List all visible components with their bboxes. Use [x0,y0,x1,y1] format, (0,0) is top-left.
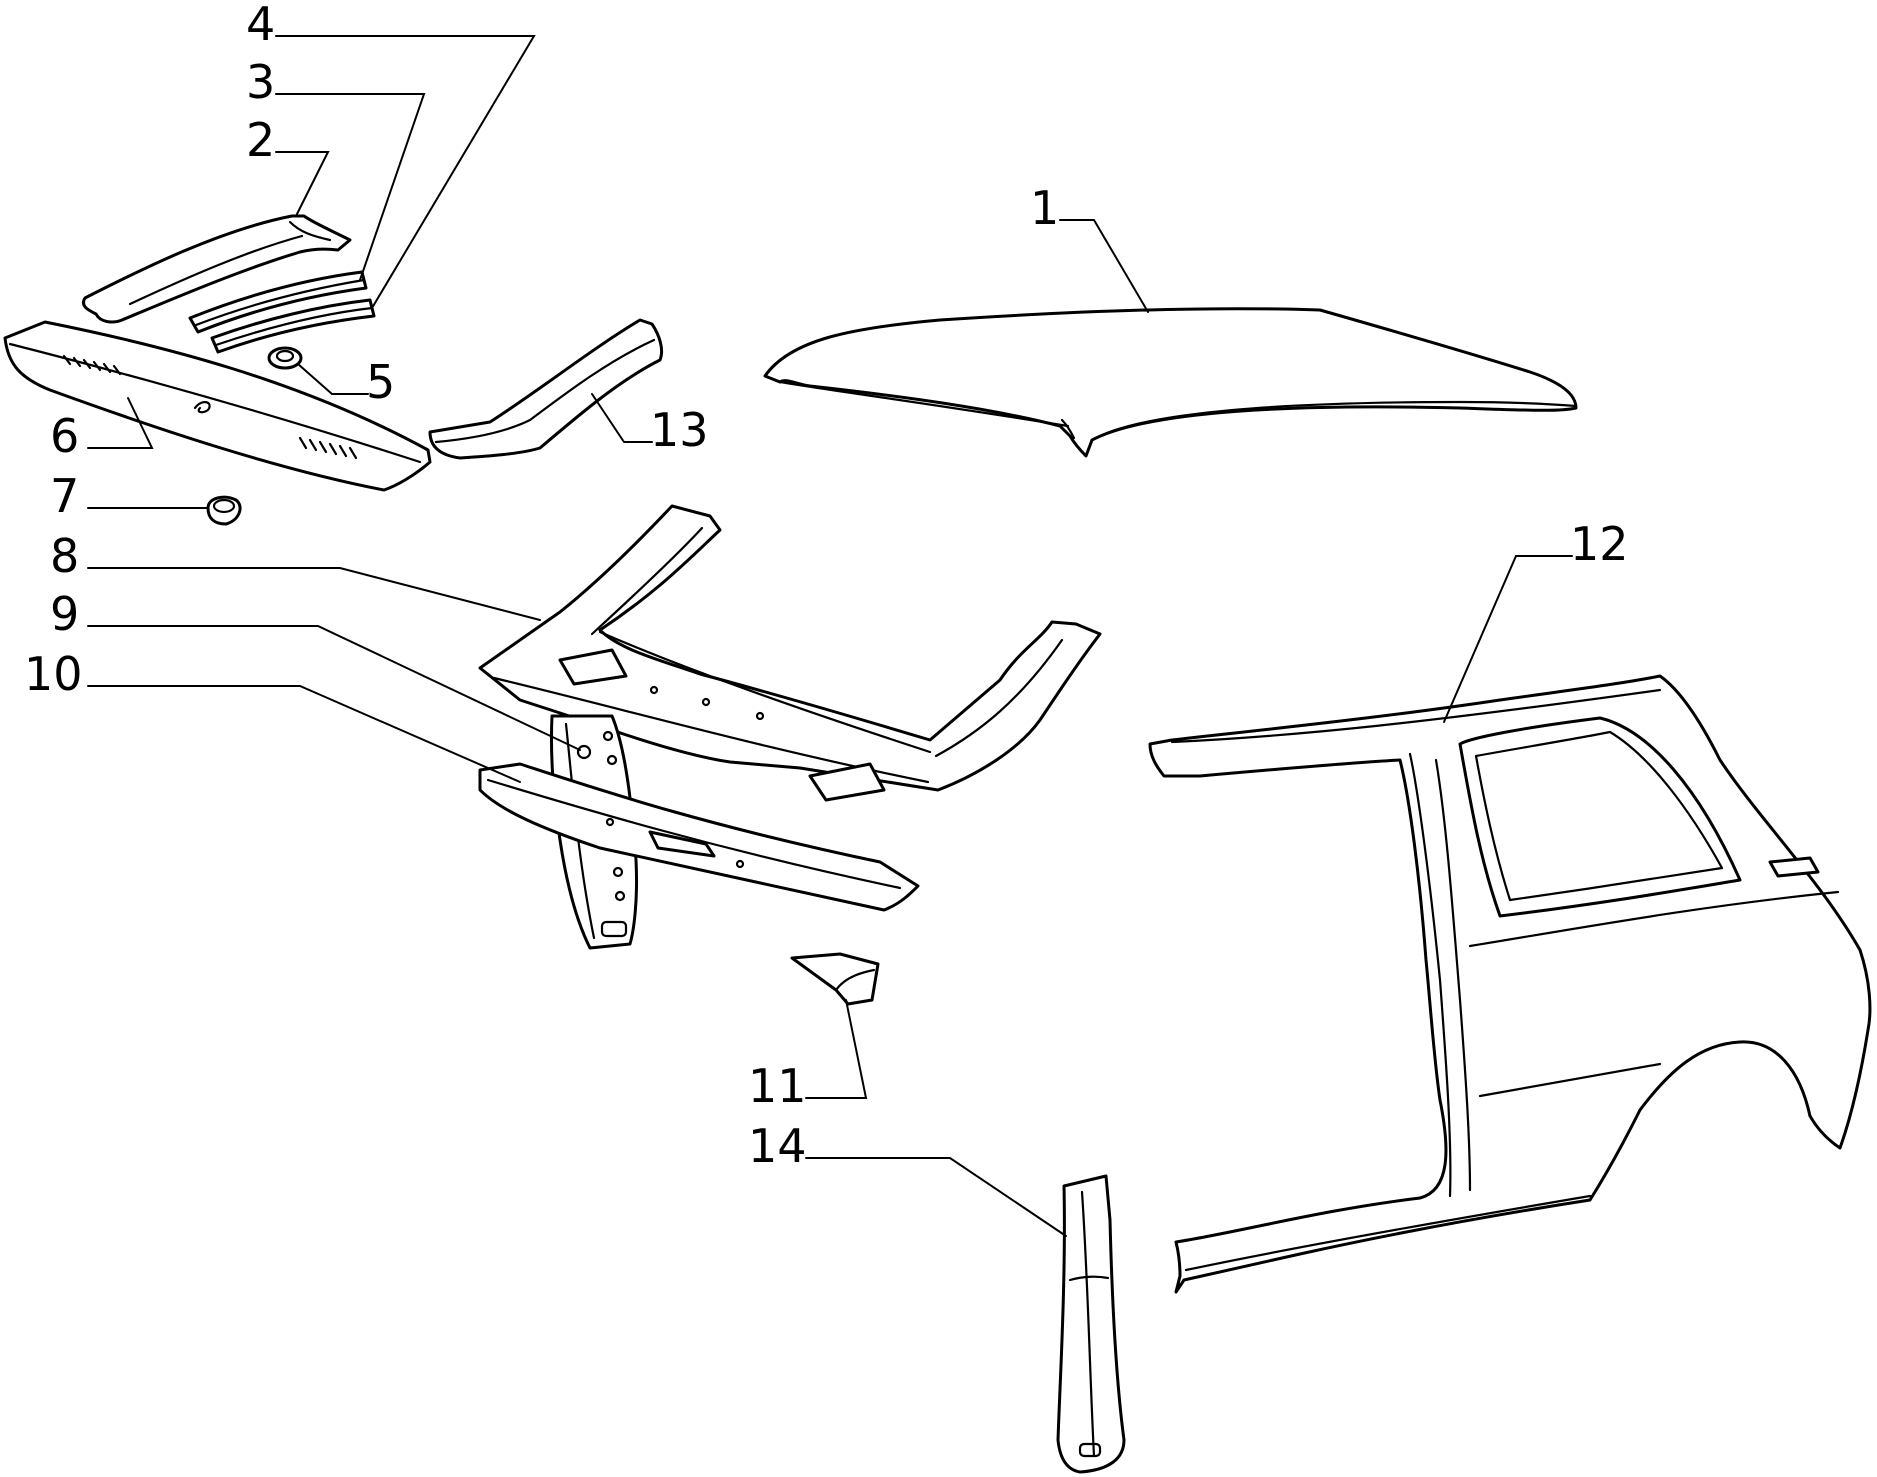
leader-8 [87,567,541,621]
callout-5: 5 [366,355,395,409]
callout-4: 4 [246,0,275,51]
callout-6: 6 [50,409,79,463]
callout-numbers: 1 2 3 4 5 6 7 8 9 10 11 12 13 14 [24,0,1629,1173]
part-11-bracket[interactable] [790,952,880,1006]
part-10-cowl-panel[interactable] [478,762,920,912]
callout-7: 7 [50,469,79,523]
callout-8: 8 [50,529,79,583]
part-6-rear-trim-panel[interactable] [3,320,432,492]
part-14-b-pillar[interactable] [1056,1174,1126,1474]
leader-9 [87,625,581,751]
callout-9: 9 [50,587,79,641]
leader-3 [275,93,426,281]
callout-11: 11 [748,1059,807,1113]
leader-11 [805,999,868,1099]
callout-3: 3 [246,55,275,109]
callout-14: 14 [748,1119,807,1173]
callout-10: 10 [24,647,83,701]
leader-5 [297,363,369,395]
leader-2 [275,151,330,217]
leader-6 [87,397,154,449]
leader-lines [87,35,1573,1237]
part-2-roof-bow[interactable] [81,214,352,324]
part-4-roof-bow-strip[interactable] [210,298,376,354]
leader-12 [1443,555,1573,723]
leader-14 [805,1157,1067,1237]
part-5-grommet[interactable] [267,346,303,370]
callout-13: 13 [650,403,709,457]
part-13-pillar-reinforcement[interactable] [428,318,664,460]
part-1-roof-panel[interactable] [763,307,1578,458]
callout-1: 1 [1030,181,1059,235]
part-12-body-side-panel[interactable] [1148,674,1872,1294]
part-3-roof-bow-strip[interactable] [188,270,368,334]
leader-10 [87,685,521,783]
callout-12: 12 [1570,517,1629,571]
leader-1 [1059,219,1149,313]
leader-13 [591,393,653,443]
leader-4 [275,35,536,309]
vent-slots-left [62,354,122,376]
part-8-windshield-frame[interactable] [478,504,1102,802]
callout-2: 2 [246,113,275,167]
part-7-plug[interactable] [206,495,242,526]
vent-slots-right [298,436,358,460]
